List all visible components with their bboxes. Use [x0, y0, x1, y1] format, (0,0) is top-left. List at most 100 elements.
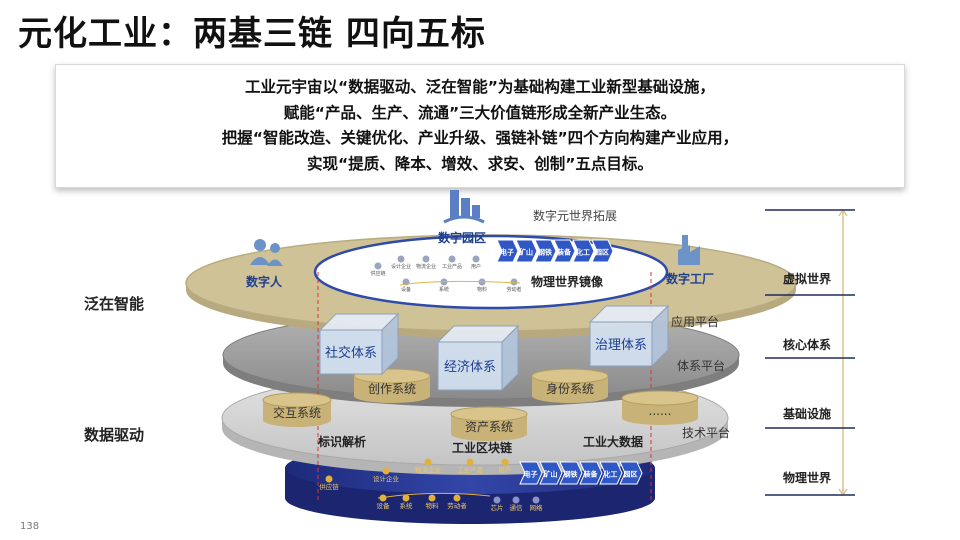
digital-expand-label: 数字元世界拓展 — [533, 208, 617, 223]
physical-node-label-0: 供应链 — [319, 482, 339, 491]
physical-node-label-2: 物流企业 — [415, 465, 442, 474]
label-ubiquitous-intelligence: 泛在智能 — [84, 295, 145, 313]
cylinder-asset: 资产系统 — [450, 406, 528, 441]
cylinder-interaction-label: 交互系统 — [273, 405, 321, 420]
mirror-node-label-1: 设计企业 — [391, 263, 411, 270]
bottom-tag-3: 装备 — [579, 461, 603, 485]
tech-platform-label: 技术平台 — [682, 425, 730, 440]
cylinder-creation-label: 创作系统 — [368, 382, 416, 396]
cylinder-asset-label: 资产系统 — [465, 420, 513, 434]
physical-node-label-8: 劳动者 — [447, 501, 467, 510]
mirror-node-label-7: 物料 — [477, 286, 487, 293]
intro-line: 赋能“产品、生产、流通”三大价值链形成全新产业生态。 — [283, 103, 677, 122]
mirror-node-label-8: 劳动者 — [506, 286, 521, 293]
bottom-tag-0: 电子 — [519, 461, 543, 485]
physical-node-5: 设备 — [377, 494, 391, 510]
cylinder-more-label: ...... — [649, 404, 672, 418]
top-tag-3: 装备 — [553, 239, 576, 263]
physical-node-label-3: 工业产品 — [457, 465, 483, 474]
physical-node-2: 物流企业 — [415, 458, 442, 474]
physical-node-label-9: 芯片 — [491, 503, 504, 512]
top-layer-text: 数字元世界拓展 数字园区 数字人 数字工厂 物理世界镜像 应用平台 — [246, 208, 719, 329]
box-social: 社交体系 — [318, 312, 400, 376]
digital-park-icon — [443, 190, 485, 224]
top-tag-1: 矿山 — [515, 239, 538, 263]
digital-park-label: 数字园区 — [438, 230, 486, 245]
mirror-node-2: 物流企业 — [416, 255, 436, 270]
mirror-node-label-0: 供应链 — [370, 270, 385, 277]
mirror-node-label-2: 物流企业 — [416, 263, 436, 270]
physical-node-label-5: 设备 — [377, 501, 391, 510]
page-title: 元化工业：两基三链 四向五标 — [18, 14, 486, 54]
page-number: 138 — [20, 521, 40, 532]
mirror-node-0: 供应链 — [370, 262, 386, 277]
top-tag-0: 电子 — [496, 239, 519, 263]
mirror-node-3: 工业产品 — [442, 255, 462, 270]
bottom-tag-label-2: 钢铁 — [564, 470, 578, 479]
bottom-tag-1: 矿山 — [539, 461, 563, 485]
physical-node-label-10: 通信 — [510, 503, 524, 512]
physical-node-9: 芯片 — [491, 496, 504, 512]
physical-node-11: 网络 — [530, 496, 544, 512]
axis-core-system: 核心体系 — [783, 337, 831, 352]
bottom-tag-label-5: 园区 — [624, 470, 638, 479]
bottom-tag-label-4: 化工 — [604, 470, 618, 479]
bottom-tag-label-0: 电子 — [524, 470, 538, 479]
intro-line: 把握“智能改造、关键优化、产业升级、强链补链”四个方向构建产业应用， — [221, 129, 739, 147]
box-economic-label: 经济体系 — [444, 360, 496, 375]
mirror-node-label-5: 设备 — [401, 286, 411, 293]
physical-node-10: 通信 — [510, 496, 524, 512]
bottom-tag-label-3: 装备 — [583, 470, 599, 479]
physical-node-4: 用户 — [499, 458, 512, 474]
digital-factory-icon — [678, 235, 700, 265]
box-economic: 经济体系 — [436, 324, 520, 392]
intro-line: 实现“提质、降本、增效、求安、创制”五点目标。 — [307, 154, 653, 173]
cylinder-interaction: 交互系统 — [262, 392, 332, 427]
intro-box: 工业元宇宙以“数据驱动、泛在智能”为基础构建工业新型基础设施， 赋能“产品、生产… — [55, 64, 905, 188]
box-governance: 治理体系 — [588, 304, 670, 368]
cylinder-identity: 身份系统 — [531, 368, 609, 403]
layer-labels: 体系平台 技术平台 标识解析 工业区块链 工业大数据 — [317, 358, 730, 455]
top-tag-label-0: 电子 — [500, 248, 514, 257]
axis-virtual-world: 虚拟世界 — [783, 271, 831, 286]
box-social-label: 社交体系 — [325, 345, 377, 361]
system-platform-label: 体系平台 — [677, 358, 725, 373]
physical-node-label-6: 系统 — [400, 501, 414, 510]
label-data-driven: 数据驱动 — [84, 426, 145, 444]
mirror-node-8: 劳动者 — [506, 278, 522, 293]
physical-node-8: 劳动者 — [447, 494, 467, 510]
mirror-node-label-6: 系统 — [439, 286, 449, 293]
top-tag-2: 钢铁 — [534, 239, 557, 263]
top-tag-5: 园区 — [591, 239, 614, 263]
mirror-node-label-4: 用户 — [471, 263, 481, 270]
top-tag-label-4: 化工 — [576, 248, 590, 257]
bottom-tag-4: 化工 — [599, 461, 623, 485]
bottom-tag-5: 园区 — [619, 461, 643, 485]
physical-node-label-1: 设计企业 — [373, 474, 400, 483]
top-tag-label-5: 园区 — [595, 248, 609, 257]
physical-node-label-11: 网络 — [530, 503, 544, 512]
intro-line: 工业元宇宙以“数据驱动、泛在智能”为基础构建工业新型基础设施， — [245, 78, 715, 96]
physical-node-1: 设计企业 — [373, 467, 400, 483]
physical-node-label-7: 物料 — [426, 501, 440, 510]
physical-node-3: 工业产品 — [457, 458, 483, 474]
mirror-node-label-3: 工业产品 — [442, 263, 462, 270]
axis-physical-world: 物理世界 — [783, 470, 831, 485]
right-axis: 虚拟世界 核心体系 基础设施 物理世界 — [765, 208, 855, 497]
digital-person-label: 数字人 — [246, 274, 283, 289]
box-governance-label: 治理体系 — [595, 338, 647, 353]
physical-node-0: 供应链 — [319, 475, 339, 491]
top-tag-label-2: 钢铁 — [538, 248, 552, 257]
physical-node-6: 系统 — [400, 494, 414, 510]
mirror-label: 物理世界镜像 — [531, 274, 604, 289]
mirror-node-1: 设计企业 — [391, 255, 411, 270]
top-tag-label-1: 矿山 — [519, 248, 533, 257]
bottom-tag-label-1: 矿山 — [544, 470, 558, 479]
bottom-tag-2: 钢铁 — [559, 461, 583, 485]
cylinder-more: ...... — [621, 390, 699, 425]
digital-person-icon — [250, 239, 283, 266]
mirror-node-4: 用户 — [471, 255, 481, 270]
cylinder-identity-label: 身份系统 — [546, 381, 594, 396]
top-tag-4: 化工 — [572, 239, 595, 263]
